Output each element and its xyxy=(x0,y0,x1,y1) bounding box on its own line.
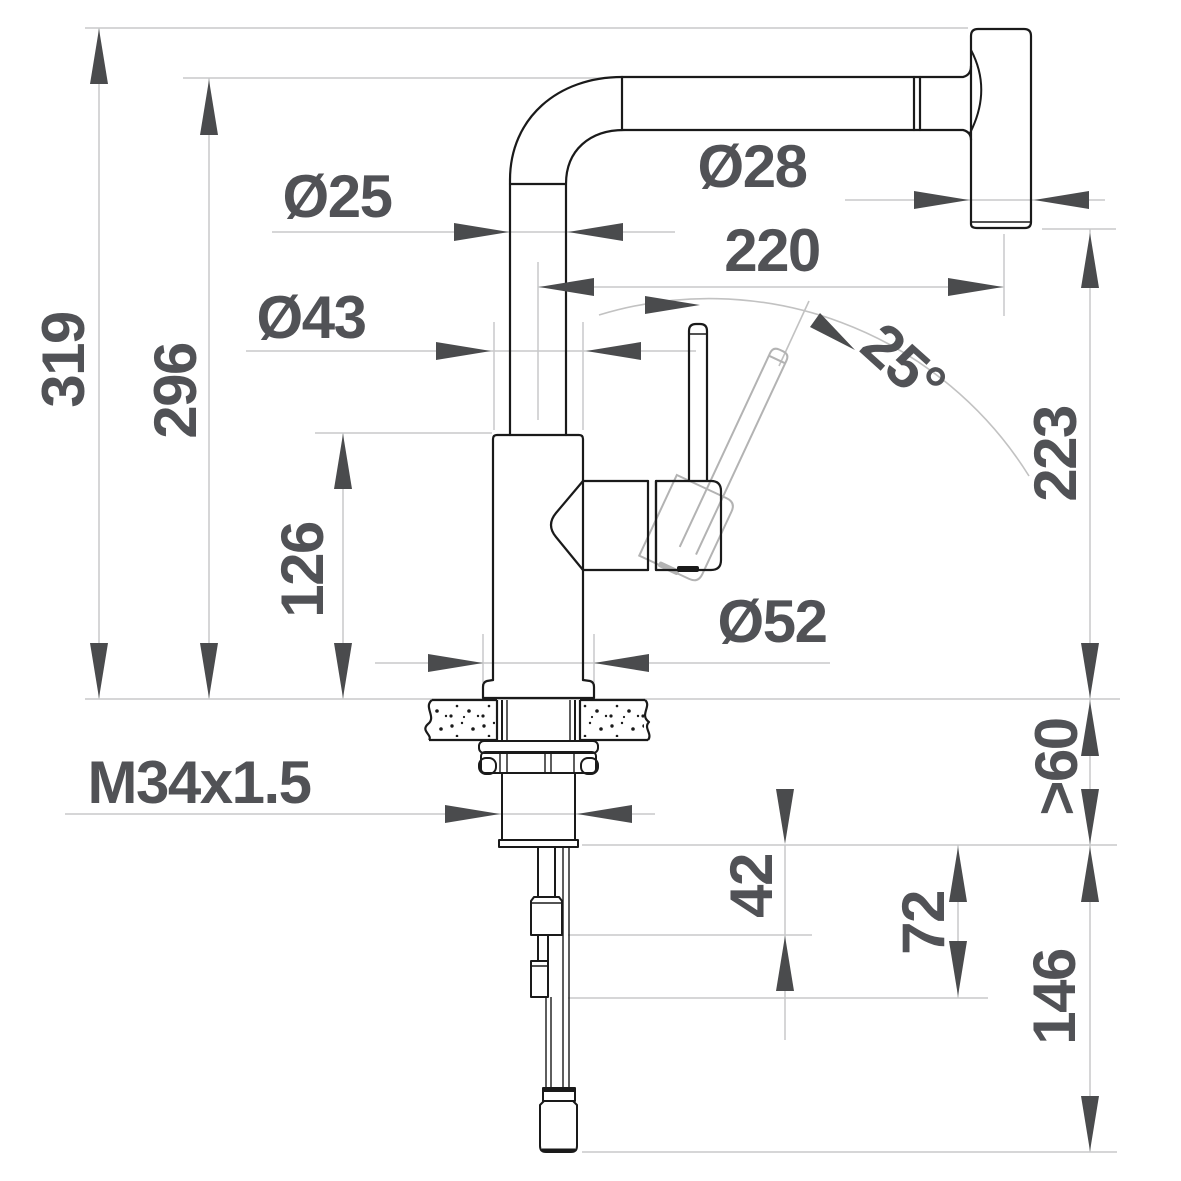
dim-label-body-diameter: Ø43 xyxy=(256,284,367,351)
ghost-handle-tilted xyxy=(637,347,789,582)
dim-label-mounting-thread: M34x1.5 xyxy=(87,749,313,816)
base-flange xyxy=(481,678,596,700)
faucet-outline xyxy=(481,27,1033,700)
handle-lever xyxy=(687,322,709,483)
faucet-body xyxy=(491,433,585,682)
hose-end-weight xyxy=(539,1100,578,1153)
dim-label-below-deck-hose-drop: 146 xyxy=(1021,949,1088,1045)
spout-arm-top xyxy=(620,64,973,79)
handle-housing xyxy=(654,479,723,572)
elbow-outer xyxy=(508,75,624,437)
valve-housing xyxy=(549,479,585,572)
dim-label-spray-head-diameter: Ø28 xyxy=(697,133,808,200)
dim-label-body-height: 126 xyxy=(269,522,336,618)
mounting-nut xyxy=(480,751,597,774)
under-counter-assembly xyxy=(478,700,599,1153)
elbow-inner xyxy=(564,128,626,437)
dim-label-below-deck-nut-depth: 42 xyxy=(718,854,785,918)
dim-label-overall-height: 319 xyxy=(30,312,97,408)
counter-cross-section xyxy=(424,698,651,742)
hose-connector xyxy=(530,896,563,936)
dim-label-spout-top-height: 296 xyxy=(142,343,209,439)
dimension-arrows xyxy=(90,29,1099,1151)
dimension-reference-lines xyxy=(65,27,1120,1153)
dim-label-spout-tube-diameter: Ø25 xyxy=(282,163,393,230)
dim-label-spout-reach: 220 xyxy=(724,217,821,284)
dim-label-deck-thickness-clearance: >60 xyxy=(1023,718,1090,816)
spray-head xyxy=(969,27,1033,230)
dim-label-below-deck-hose-start: 72 xyxy=(890,891,957,955)
dim-label-head-above-deck: 223 xyxy=(1022,406,1089,502)
dim-label-base-diameter: Ø52 xyxy=(717,588,828,655)
